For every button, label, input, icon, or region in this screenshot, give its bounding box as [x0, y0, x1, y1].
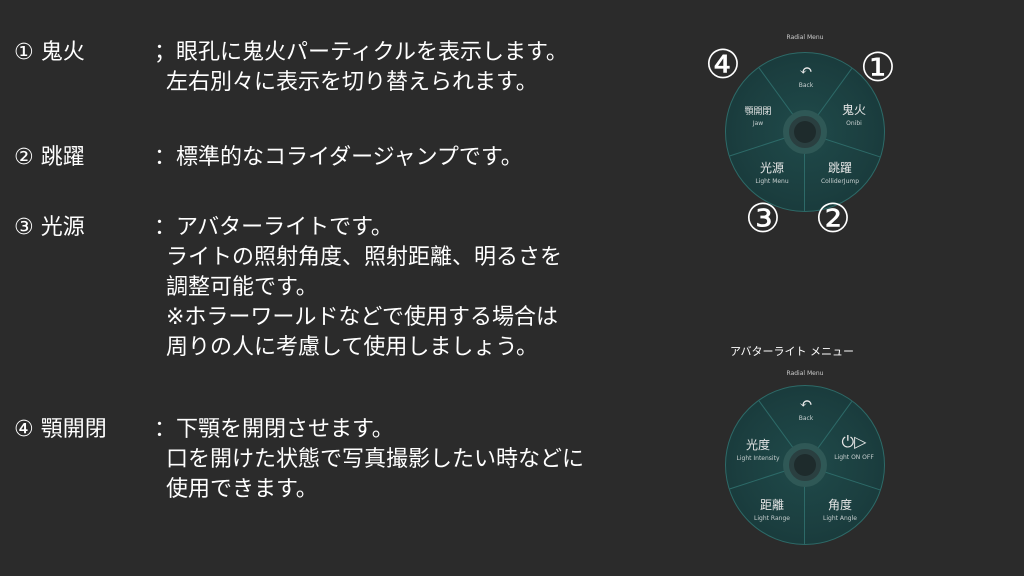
item-heading: ④ 顎開閉 — [14, 417, 107, 442]
marker-1: ① — [860, 45, 896, 91]
power-icon: ⏻▷ — [841, 432, 867, 451]
item-line: 調整可能です。 — [166, 275, 318, 300]
menu-item-light-range[interactable]: 距離 Light Range — [742, 494, 802, 522]
wheel-hub — [783, 443, 827, 487]
range-icon: 距離 — [759, 498, 784, 512]
item-line: ；眼孔に鬼火パーティクルを表示します。 — [154, 40, 568, 65]
wheel-hub — [783, 110, 827, 154]
menu-item-light-intensity[interactable]: 光度 Light Intensity — [728, 434, 788, 462]
radial-menu-main: ↶ Back 鬼火 Onibi 跳躍 ColliderJump 光源 Light… — [725, 52, 885, 212]
avatar-light-menu-caption: アバターライト メニュー — [730, 345, 855, 358]
item-line: 周りの人に考慮して使用しましょう。 — [166, 335, 539, 360]
menu-item-label: Back — [798, 82, 814, 89]
item-heading: ② 跳躍 — [14, 145, 85, 170]
menu-item-label: Light Intensity — [736, 455, 780, 462]
menu-item-label: Jaw — [752, 120, 764, 127]
intensity-icon: 光度 — [745, 438, 770, 452]
marker-4: ④ — [705, 42, 741, 88]
light-icon: 光源 — [759, 161, 784, 175]
menu-item-label: Onibi — [846, 120, 862, 127]
wheel-background: ↶ Back 鬼火 Onibi 跳躍 ColliderJump 光源 Light… — [725, 52, 885, 212]
menu-item-light-angle[interactable]: 角度 Light Angle — [810, 494, 870, 522]
menu-item-onibi[interactable]: 鬼火 Onibi — [824, 99, 884, 127]
menu-item-label: ColliderJump — [820, 178, 860, 185]
item-heading: ① 鬼火 — [14, 40, 85, 65]
item-line: 口を開けた状態で写真撮影したい時などに — [166, 447, 585, 472]
onibi-icon: 鬼火 — [841, 103, 866, 117]
menu-item-back[interactable]: ↶ Back — [776, 394, 836, 422]
menu-item-label: Light ON OFF — [834, 454, 874, 461]
item-line: ：アバターライトです。 — [154, 215, 393, 240]
jump-icon: 跳躍 — [827, 161, 852, 175]
menu-item-jaw[interactable]: 顎開閉 Jaw — [728, 99, 788, 127]
item-line: ※ホラーワールドなどで使用する場合は — [166, 305, 558, 330]
menu-item-label: Light Menu — [755, 178, 789, 185]
menu-item-back[interactable]: ↶ Back — [776, 61, 836, 89]
jaw-icon: 顎開閉 — [744, 107, 772, 117]
menu-item-light-on-off[interactable]: ⏻▷ Light ON OFF — [824, 432, 884, 461]
item-line: ライトの照射角度、照射距離、明るさを — [166, 245, 563, 270]
item-line: ：下顎を開閉させます。 — [154, 417, 394, 442]
item-line: 左右別々に表示を切り替えられます。 — [166, 70, 538, 95]
radial-menu-light: ↶ Back ⏻▷ Light ON OFF 角度 Light Angle 距離… — [725, 385, 885, 545]
back-arrow-icon: ↶ — [799, 61, 813, 80]
menu-item-label: Light Range — [754, 515, 790, 522]
marker-2: ② — [815, 196, 851, 242]
menu-item-collider-jump[interactable]: 跳躍 ColliderJump — [810, 157, 870, 185]
radial-menu-title: Radial Menu — [786, 34, 824, 41]
item-line: ：標準的なコライダージャンプです。 — [154, 145, 523, 170]
marker-3: ③ — [745, 196, 781, 242]
menu-item-label: Back — [798, 415, 814, 422]
menu-item-label: Light Angle — [823, 515, 857, 522]
item-line: 使用できます。 — [166, 477, 318, 502]
item-heading: ③ 光源 — [14, 215, 85, 240]
menu-item-light-menu[interactable]: 光源 Light Menu — [742, 157, 802, 185]
angle-icon: 角度 — [827, 498, 852, 512]
radial-menu-title: Radial Menu — [786, 370, 824, 377]
wheel-background: ↶ Back ⏻▷ Light ON OFF 角度 Light Angle 距離… — [725, 385, 885, 545]
back-arrow-icon: ↶ — [799, 394, 813, 413]
